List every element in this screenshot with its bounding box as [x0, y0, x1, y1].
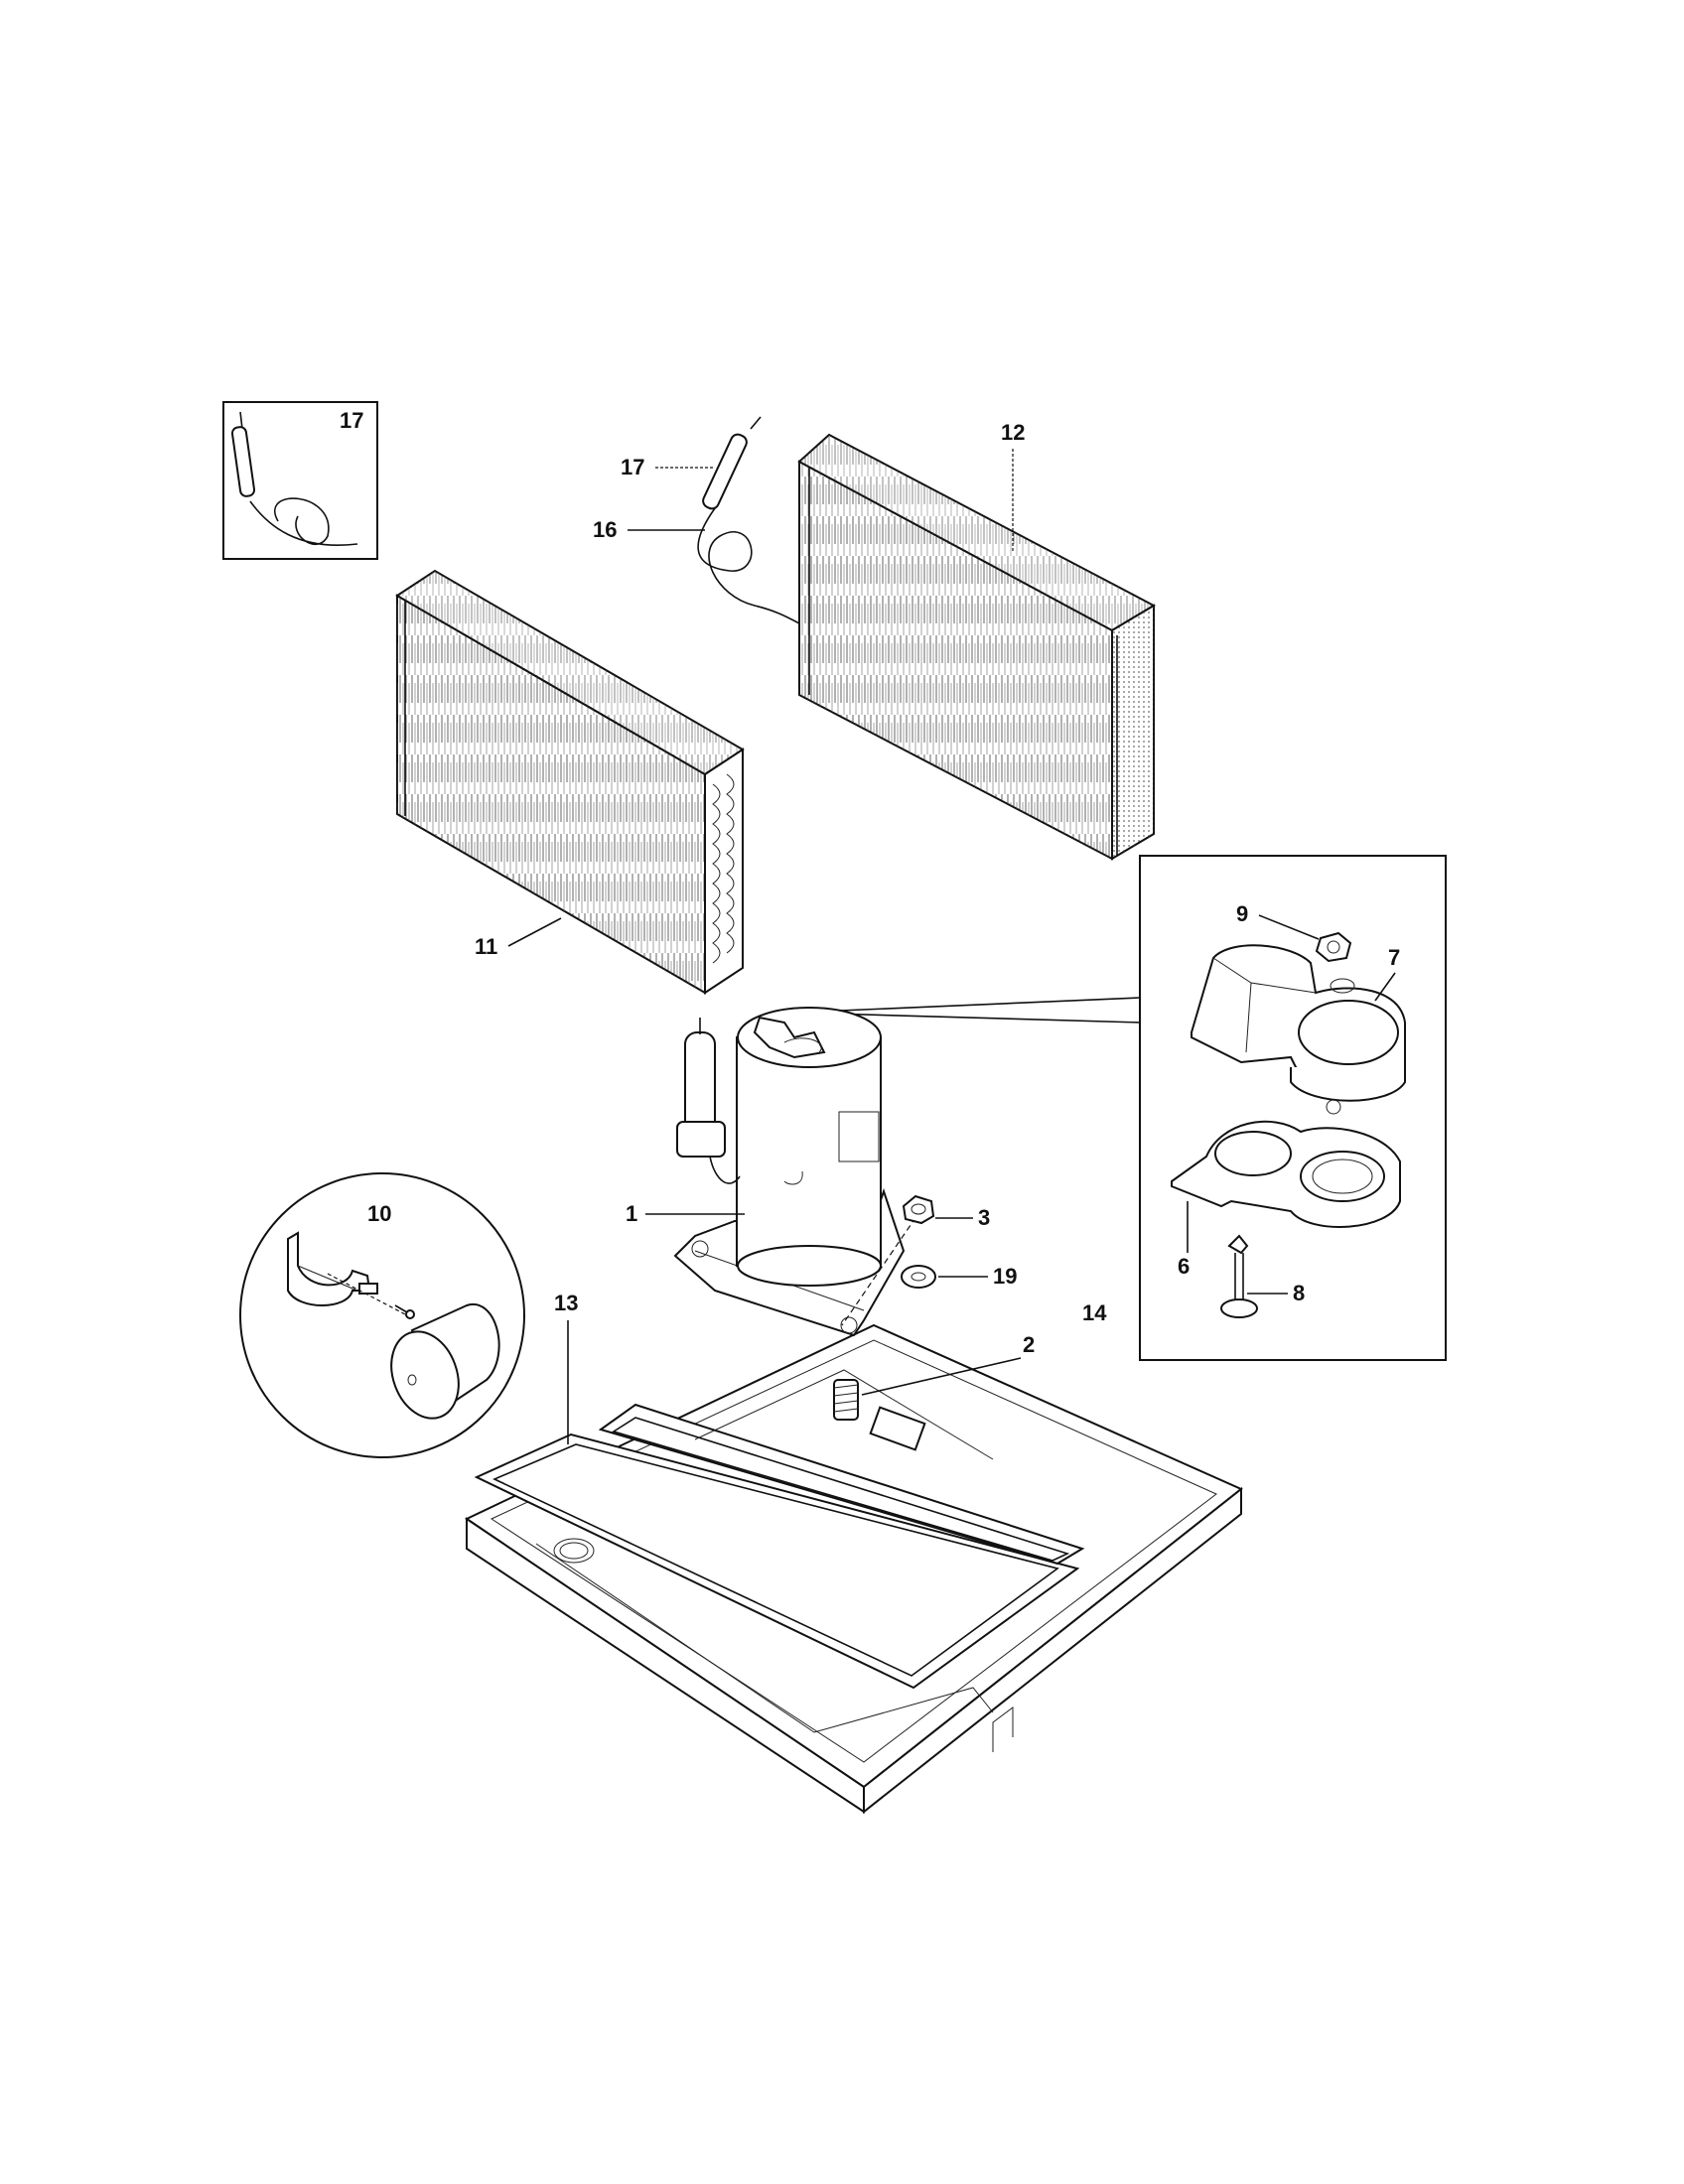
callout-16: 16: [593, 517, 617, 542]
compressor-1: [673, 1007, 906, 1337]
detail-leader-top: [793, 997, 1141, 1014]
grommet-3: [902, 1194, 935, 1225]
callout-6: 6: [1178, 1254, 1190, 1279]
spring-2: [833, 1379, 859, 1421]
leader-2: [861, 1357, 1022, 1396]
callout-1: 1: [626, 1201, 637, 1226]
leader-7: [1374, 972, 1396, 1002]
callout-8: 8: [1293, 1281, 1305, 1305]
leader-9: [1258, 914, 1320, 940]
washer-19: [901, 1265, 936, 1289]
terminal-8: [1220, 1234, 1258, 1318]
mount-dash-line: [841, 1208, 922, 1326]
sensor-inset-box: [222, 401, 378, 560]
condenser-coil-12: [797, 433, 1157, 861]
callout-2: 2: [1023, 1332, 1035, 1357]
callout-10: 10: [367, 1201, 391, 1226]
evaporator-coil-11: [395, 569, 745, 995]
sensor-bulb-17: [697, 416, 800, 624]
callout-17-main: 17: [621, 455, 644, 479]
detail-circle-10: [239, 1172, 525, 1458]
detail-box-14: [1139, 855, 1447, 1361]
callout-3: 3: [978, 1205, 990, 1230]
nut-9: [1315, 931, 1352, 963]
cover-7: [1191, 944, 1406, 1102]
leader-11: [507, 917, 562, 947]
callout-11: 11: [475, 934, 497, 959]
callout-14: 14: [1082, 1300, 1107, 1325]
callout-17-inset: 17: [340, 408, 363, 433]
callout-19: 19: [993, 1264, 1017, 1289]
base-pan-13: [464, 1323, 1243, 1815]
callout-9: 9: [1236, 901, 1248, 926]
callout-7: 7: [1388, 945, 1400, 970]
gasket-6: [1171, 1099, 1401, 1228]
callout-13: 13: [554, 1291, 578, 1315]
callout-12: 12: [1001, 420, 1025, 445]
